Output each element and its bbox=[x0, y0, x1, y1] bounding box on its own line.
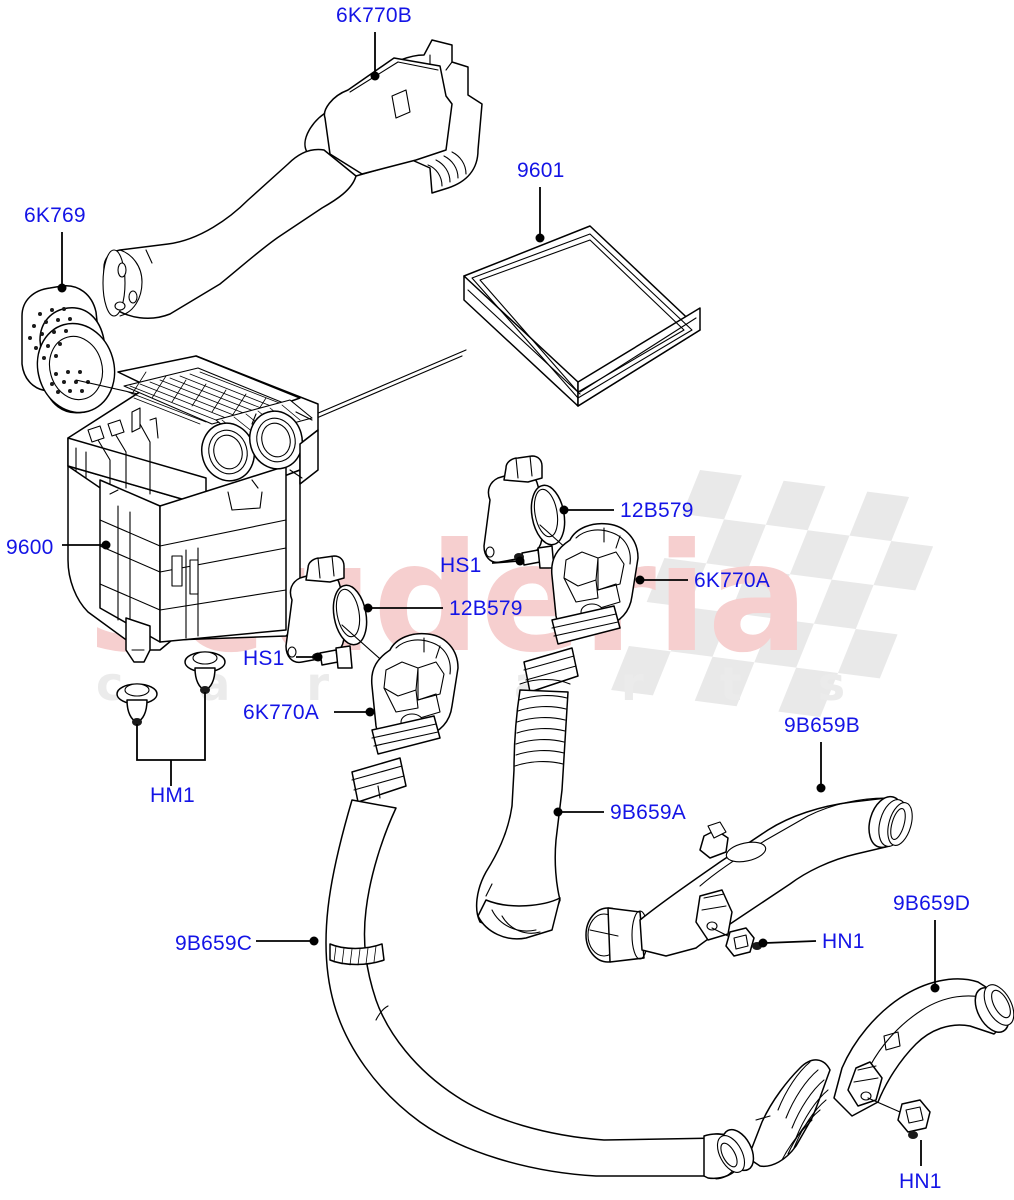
callout-9b659d[interactable]: 9B659D bbox=[893, 892, 970, 993]
part-air-intake-duct-upper bbox=[102, 39, 483, 320]
part-hose-9b659b bbox=[639, 795, 913, 957]
part-air-filter-element bbox=[311, 225, 701, 421]
callout-label-12b579-left: 12B579 bbox=[449, 597, 523, 620]
hose-a-corrugations bbox=[514, 695, 568, 767]
callout-label-hs1-right: HS1 bbox=[440, 554, 481, 577]
callout-9601[interactable]: 9601 bbox=[517, 159, 565, 243]
callout-9b659b[interactable]: 9B659B bbox=[784, 714, 860, 793]
part-air-cleaner-housing bbox=[67, 355, 319, 663]
part-air-intake-resonator bbox=[21, 285, 201, 414]
callout-label-6k770a-right: 6K770A bbox=[694, 569, 770, 592]
callout-label-hn1-upper: HN1 bbox=[822, 930, 865, 953]
callout-label-9b659d: 9B659D bbox=[893, 892, 970, 915]
callout-label-9b659c: 9B659C bbox=[175, 932, 252, 955]
callout-label-6k769: 6K769 bbox=[24, 204, 86, 227]
part-hose-9b659a bbox=[475, 678, 571, 940]
grommet-left bbox=[116, 683, 158, 726]
part-intake-elbow-right bbox=[523, 522, 639, 693]
part-mounting-grommets bbox=[116, 651, 226, 726]
callout-label-9b659b: 9B659B bbox=[784, 714, 860, 737]
callout-label-12b579-right: 12B579 bbox=[620, 499, 694, 522]
callout-label-hm1: HM1 bbox=[150, 784, 195, 807]
checkered-flag-icon bbox=[611, 470, 934, 718]
callout-label-6k770a-left: 6K770A bbox=[243, 701, 319, 724]
callout-label-9600: 9600 bbox=[6, 536, 54, 559]
callout-12b579-left[interactable]: 12B579 bbox=[363, 597, 523, 620]
callout-9b659a[interactable]: 9B659A bbox=[553, 801, 686, 824]
callout-label-6k770b: 6K770B bbox=[336, 4, 412, 27]
callout-6k769[interactable]: 6K769 bbox=[24, 204, 86, 293]
housing-mesh bbox=[127, 371, 283, 425]
callout-6k770a-left[interactable]: 6K770A bbox=[243, 701, 375, 724]
callout-9b659c[interactable]: 9B659C bbox=[175, 932, 319, 955]
callout-hn1-upper[interactable]: HN1 bbox=[758, 930, 865, 953]
callout-6k770a-right[interactable]: 6K770A bbox=[635, 569, 770, 592]
grommet-right bbox=[184, 651, 226, 694]
callout-hm1[interactable]: HM1 bbox=[136, 692, 206, 807]
part-clamp-nut-upper bbox=[725, 927, 762, 957]
callout-12b579-right[interactable]: 12B579 bbox=[559, 499, 694, 522]
callout-hn1-lower[interactable]: HN1 bbox=[899, 1140, 942, 1193]
part-maf-sensor-right bbox=[483, 455, 587, 567]
hose-d-corrugations bbox=[777, 1061, 829, 1161]
callout-label-hn1-lower: HN1 bbox=[899, 1170, 942, 1193]
callout-label-hs1-left: HS1 bbox=[243, 647, 284, 670]
callout-9600[interactable]: 9600 bbox=[6, 536, 111, 559]
part-hose-9b659d bbox=[716, 978, 1014, 1173]
callout-hs1-left[interactable]: HS1 bbox=[243, 647, 323, 670]
callout-label-9b659a: 9B659A bbox=[610, 801, 686, 824]
part-clamp-nut-lower bbox=[897, 1099, 931, 1139]
part-hose-connector-ring bbox=[585, 907, 649, 963]
callout-hs1-right[interactable]: HS1 bbox=[440, 554, 525, 577]
callout-label-9601: 9601 bbox=[517, 159, 565, 182]
callout-6k770b[interactable]: 6K770B bbox=[336, 4, 412, 81]
part-maf-sensor-left bbox=[285, 555, 389, 667]
part-intake-elbow-left bbox=[351, 632, 459, 803]
resonator-perforations bbox=[28, 307, 90, 394]
